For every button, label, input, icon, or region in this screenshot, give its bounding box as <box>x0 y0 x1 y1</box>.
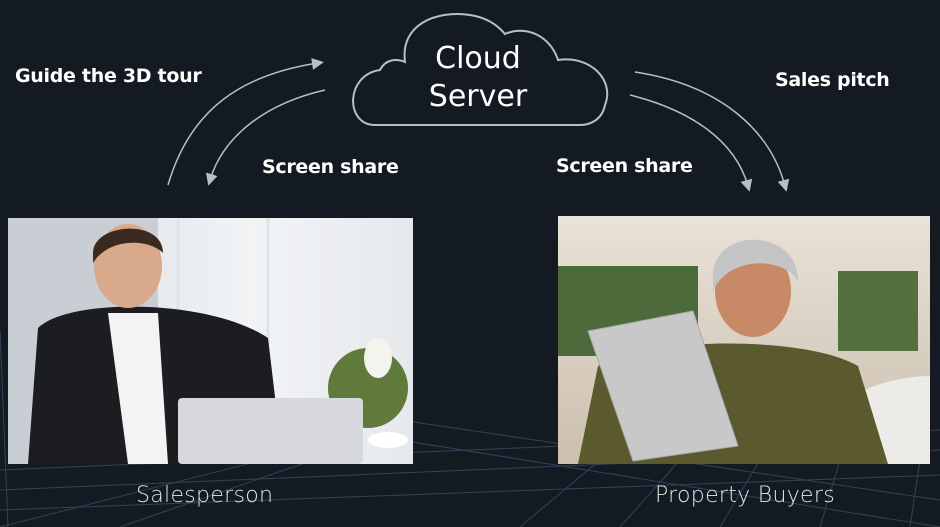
property-buyers-photo <box>558 216 930 464</box>
arrow-pitch-down <box>634 71 790 192</box>
flow-arrows <box>167 57 790 192</box>
salesperson-photo <box>8 218 413 464</box>
sales-pitch-label: Sales pitch <box>775 69 890 91</box>
screen-share-left-label: Screen share <box>262 156 399 178</box>
salesperson-caption: Salesperson <box>136 483 274 508</box>
arrow-share-down-right <box>629 94 753 192</box>
guide-tour-label: Guide the 3D tour <box>15 65 202 87</box>
arrow-share-down-left <box>205 89 326 186</box>
property-buyers-caption: Property Buyers <box>655 483 835 508</box>
arrow-guide-up <box>167 57 324 186</box>
cloud-server-label: Cloud Server <box>378 40 578 116</box>
screen-share-right-label: Screen share <box>556 155 693 177</box>
cloud-line1: Cloud <box>435 41 521 76</box>
cloud-shape <box>352 13 609 126</box>
cloud-line2: Server <box>428 79 528 114</box>
